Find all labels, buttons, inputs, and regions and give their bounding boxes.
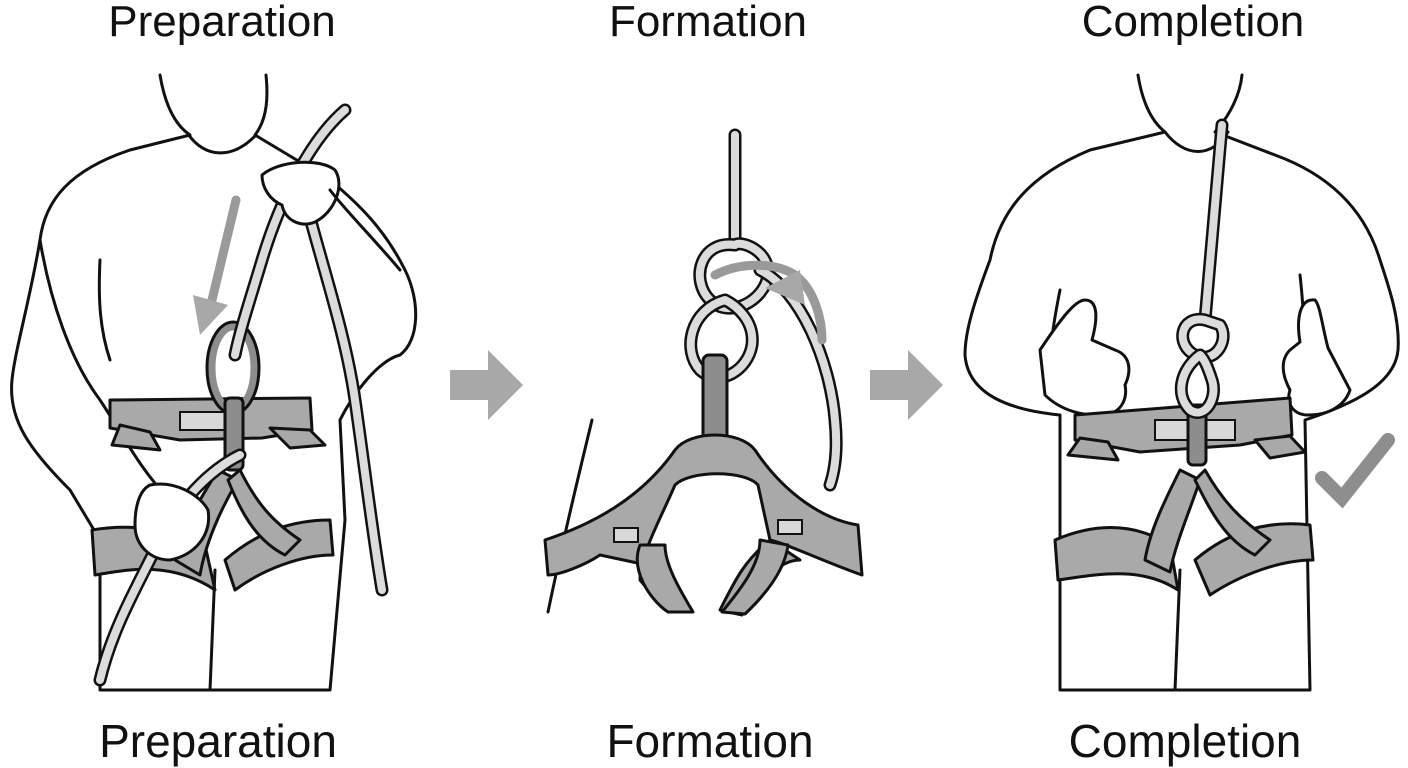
leg-loop-left-2: [635, 543, 695, 614]
step-3-bottom-label: Completion: [1068, 715, 1302, 767]
leg-loop-left-3: [1053, 526, 1180, 592]
step-1-top-label: Preparation: [108, 0, 336, 46]
thumbs-up-right-3: [1281, 298, 1352, 417]
harness-2: [543, 433, 864, 617]
belay-strap-3: [1186, 403, 1208, 467]
chest-line-1: [97, 258, 112, 362]
panel-formation: [543, 128, 864, 617]
gear-loop-left-3: [1066, 436, 1120, 462]
leg-loop-right-2: [720, 538, 790, 616]
down-arrow-icon: [207, 195, 241, 305]
hand-upper-1: [260, 160, 341, 226]
right-arrow-icon: [450, 350, 523, 420]
buckle-left-2: [613, 527, 639, 543]
step-1-bottom-label: Preparation: [99, 715, 337, 767]
neck-line-1: [186, 132, 258, 155]
gear-loop-right-1: [268, 426, 327, 450]
body-edge-2: [546, 418, 594, 614]
checkmark-icon: [1315, 433, 1395, 509]
riser-right-1: [226, 468, 302, 557]
gear-loop-left-1: [110, 423, 162, 452]
step-2-top-label: Formation: [608, 0, 808, 46]
panel-preparation: [10, 73, 418, 692]
buckle-right-2: [777, 519, 803, 535]
arm-line-1: [38, 238, 172, 502]
right-arrow-icon-2: [870, 350, 943, 420]
step-2-bottom-label: Formation: [606, 715, 814, 767]
riser-left-3: [1143, 468, 1202, 574]
hand-lower-1: [133, 482, 211, 562]
riser-right-3: [1193, 468, 1272, 557]
panel-completion: [963, 73, 1400, 692]
step-3-top-label: Completion: [1081, 0, 1305, 46]
gear-loop-right-3: [1253, 434, 1307, 460]
